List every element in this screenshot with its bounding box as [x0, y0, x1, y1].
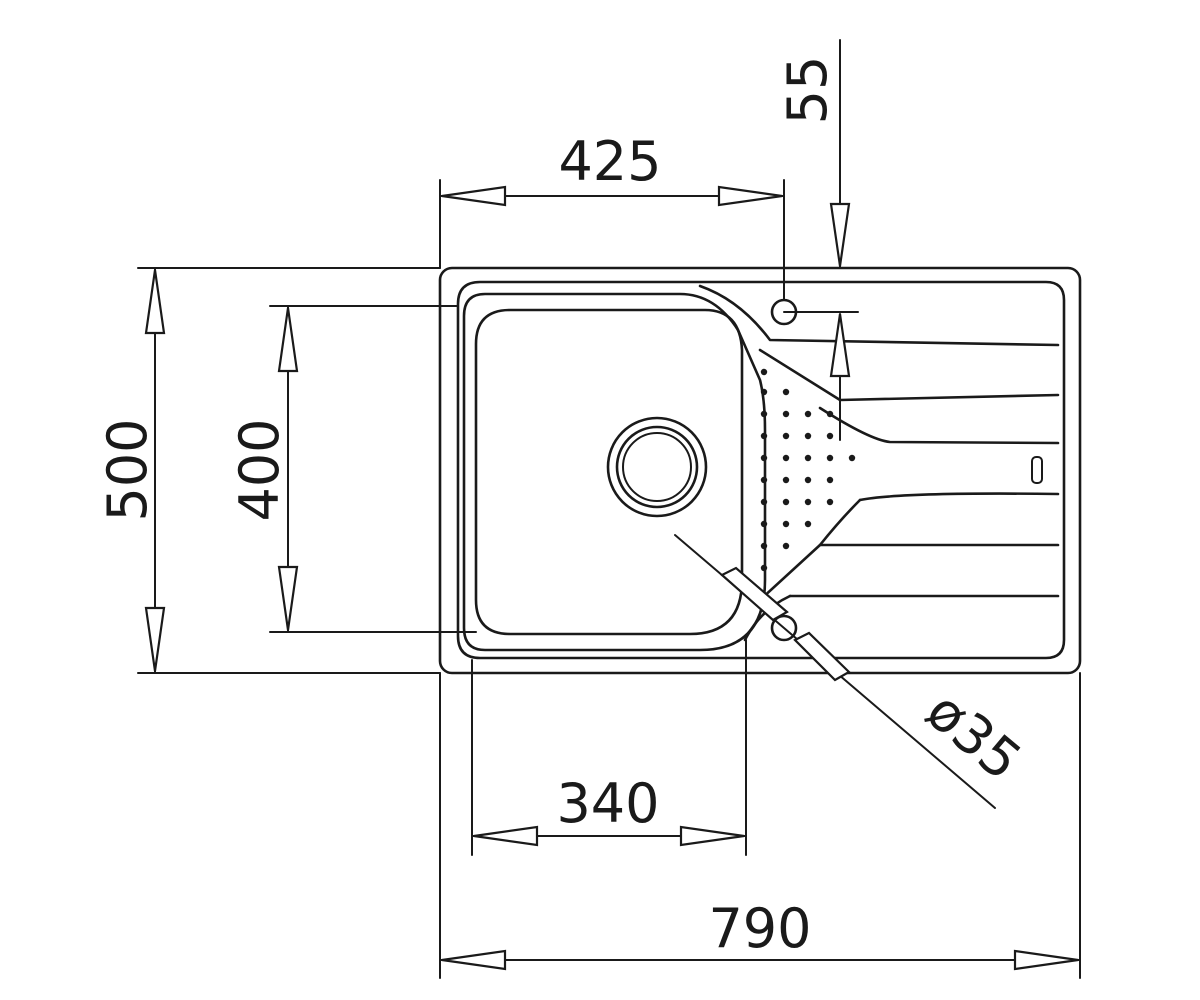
- arrow-340-left: [473, 825, 539, 847]
- drain: [606, 416, 708, 518]
- perforation-dot: [760, 542, 768, 550]
- drainer-rib-4: [858, 492, 1060, 502]
- perforation-dot: [782, 542, 790, 550]
- perforation-dot: [826, 454, 834, 462]
- label-790: 790: [708, 897, 811, 960]
- arrow-790-left: [441, 949, 507, 971]
- perforation-dot: [760, 368, 768, 376]
- perforation-dot: [782, 410, 790, 418]
- label-500: 500: [96, 418, 159, 521]
- drainer-rib-1: [698, 284, 1060, 347]
- sink-inner-rim: [456, 280, 1066, 660]
- drainer-rib-4b: [818, 498, 862, 547]
- perforation-dot: [782, 454, 790, 462]
- perforation-dot: [760, 388, 768, 396]
- label-340: 340: [556, 772, 659, 835]
- tap-holes: [770, 298, 798, 642]
- perforation-dot: [804, 432, 812, 440]
- perforation-dot: [760, 498, 768, 506]
- arrow-340-right: [679, 825, 745, 847]
- drainer-rib-6a: [758, 543, 822, 602]
- perforation-dot: [804, 454, 812, 462]
- perforation-dot: [826, 410, 834, 418]
- drain-inner-ring: [622, 432, 692, 502]
- perforation-dot: [826, 476, 834, 484]
- dimension-lines: [137, 39, 1081, 979]
- tap-hole-bottom: [770, 614, 798, 642]
- sink-outline: [438, 266, 1082, 675]
- perforation-dot: [826, 432, 834, 440]
- drainer-rib-3: [818, 406, 1060, 445]
- bowl-outer-edge: [462, 292, 767, 652]
- sink-outer-edge: [438, 266, 1082, 675]
- perforation-dot: [760, 454, 768, 462]
- perforation-dot: [760, 432, 768, 440]
- perforation-dot: [760, 520, 768, 528]
- drainer-rib-2: [758, 348, 1060, 402]
- overflow-slot: [1031, 456, 1043, 484]
- drainer-ribs: [698, 284, 1060, 642]
- drainer-rib-6b: [743, 594, 792, 642]
- arrow-425-left: [441, 185, 507, 207]
- label-400: 400: [228, 418, 291, 521]
- drain-middle-ring: [615, 425, 699, 509]
- perforation-dot: [782, 498, 790, 506]
- perforation-dot: [804, 498, 812, 506]
- bowl-inner-edge: [474, 308, 744, 636]
- perforation-dot: [804, 476, 812, 484]
- arrow-500-bottom: [144, 606, 166, 672]
- arrow-790-right: [1013, 949, 1079, 971]
- label-425: 425: [558, 130, 661, 193]
- perforation-dot: [782, 476, 790, 484]
- perforation-dot: [804, 410, 812, 418]
- arrow-500-top: [144, 269, 166, 335]
- arrow-425-right: [717, 185, 783, 207]
- drain-outer-ring: [606, 416, 708, 518]
- perforation-dot: [760, 564, 768, 572]
- perforation-dot: [848, 454, 856, 462]
- perforation-dot: [782, 432, 790, 440]
- perforation-dot: [804, 520, 812, 528]
- perforation-dot: [782, 520, 790, 528]
- arrow-35-upper: [720, 566, 789, 622]
- perforation-dot: [826, 498, 834, 506]
- arrow-400-bottom: [277, 565, 299, 631]
- perforation-dot: [760, 476, 768, 484]
- dimension-labels: 790 340 425 55 500 400 ø35: [96, 56, 1033, 960]
- label-diameter-35: ø35: [915, 679, 1033, 793]
- label-55: 55: [776, 56, 839, 125]
- arrow-400-top: [277, 307, 299, 373]
- perforation-dots: [760, 368, 856, 572]
- arrow-35-lower: [793, 631, 851, 682]
- perforation-dot: [760, 410, 768, 418]
- bowl: [462, 292, 767, 652]
- arrow-55-top: [829, 202, 851, 267]
- perforation-dot: [782, 388, 790, 396]
- arrow-55-bottom: [829, 313, 851, 378]
